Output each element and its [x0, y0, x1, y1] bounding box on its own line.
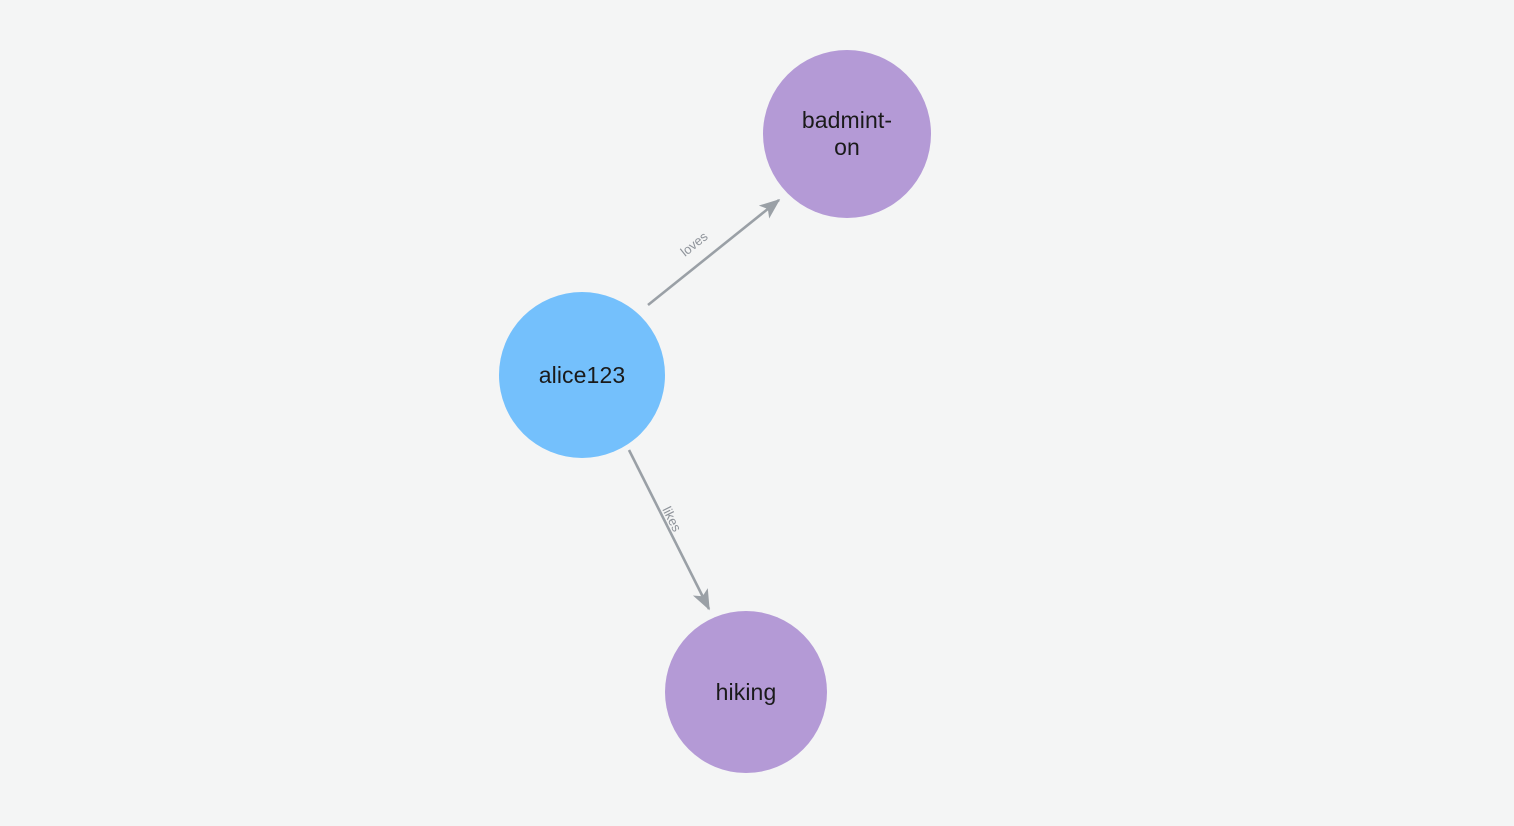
node-label-badminton: badmint- on	[801, 107, 893, 160]
node-label-hiking: hiking	[715, 678, 777, 705]
graph-node-hiking[interactable]: hiking	[665, 611, 827, 773]
edge-line-likes[interactable]	[627, 449, 711, 611]
node-label-alice123: alice123	[538, 361, 626, 388]
edge-line-loves[interactable]	[647, 198, 781, 307]
graph-node-alice123[interactable]: alice123	[499, 292, 665, 458]
graph-node-badminton[interactable]: badmint- on	[763, 50, 931, 218]
